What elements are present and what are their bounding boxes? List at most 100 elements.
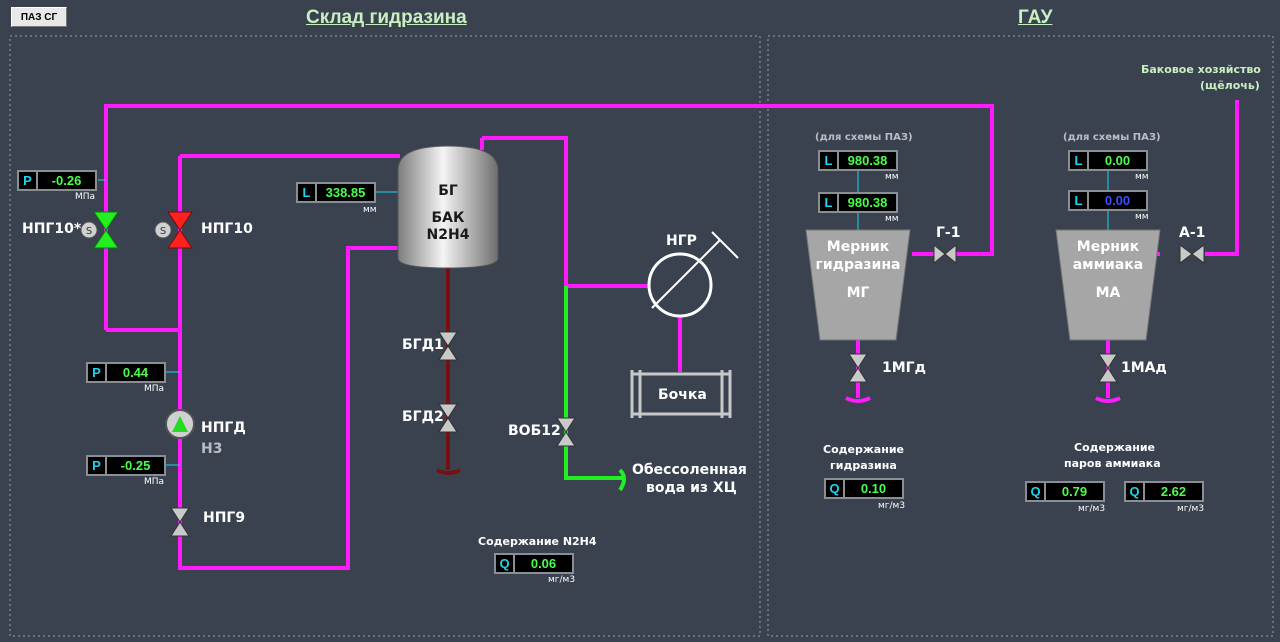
indicator-value: 0.79 (1061, 484, 1088, 499)
valve-bgd2[interactable] (438, 403, 458, 433)
tank-label-bak: БАК (431, 210, 465, 226)
mg-drain-end (845, 396, 871, 403)
label-tank-farm-2: (щёлочь) (1200, 79, 1260, 92)
measurer-ma-line3: МА (1095, 285, 1121, 301)
label-ammonia-content-2: паров аммиака (1064, 457, 1161, 470)
measurer-ma-line2: аммиака (1072, 257, 1144, 273)
indicator-value: -0.26 (51, 173, 82, 188)
valve-npg10-star[interactable]: S (80, 211, 119, 249)
measurer-ma-line1: Мерник (1076, 239, 1140, 255)
label-1mgd: 1МГд (882, 360, 926, 376)
barrel (630, 370, 732, 418)
label-barrel: Бочка (658, 387, 707, 403)
indicator-tag: L (1070, 152, 1089, 169)
quality-indicator-hydrazine: Q 0.10 (824, 478, 904, 499)
indicator-value: 0.10 (860, 481, 887, 496)
storage-title: Склад гидразина (306, 7, 467, 28)
measurer-mg-line2: гидразина (815, 257, 901, 273)
indicator-tag: L (820, 152, 839, 169)
valve-vob12[interactable] (556, 417, 576, 447)
gau-title: ГАУ (1018, 7, 1053, 28)
indicator-value: 338.85 (325, 185, 366, 200)
indicator-tag: Q (1027, 483, 1046, 500)
instrument-leaders (98, 170, 1109, 466)
level-indicator-mg-paz: L 980.38 (818, 150, 898, 171)
indicator-unit: мм (885, 214, 899, 224)
label-npgd: НПГД (201, 420, 246, 436)
indicator-value: -0.25 (120, 458, 151, 473)
label-water-1: Обессоленная (632, 462, 747, 478)
indicator-tag: L (820, 194, 839, 211)
indicator-value: 0.06 (530, 556, 557, 571)
green-pipe-end (618, 468, 626, 492)
label-1mad: 1МАд (1121, 360, 1167, 376)
indicator-tag: Q (496, 555, 515, 572)
indicator-tag: Q (1126, 483, 1145, 500)
level-indicator-mg: L 980.38 (818, 192, 898, 213)
pressure-indicator-mid: P 0.44 (86, 362, 166, 383)
indicator-tag: L (298, 184, 317, 201)
tank-label-bg: БГ (438, 183, 458, 199)
paz-scheme-note-mg: (для схемы ПАЗ) (815, 132, 913, 143)
quality-indicator-ammonia-1: Q 0.79 (1025, 481, 1105, 502)
indicator-unit: мм (363, 205, 377, 215)
valve-bgd1[interactable] (438, 331, 458, 361)
indicator-unit: мм (885, 172, 899, 182)
label-bgd2: БГД2 (402, 409, 444, 425)
ngr-arrow (651, 239, 721, 309)
label-npg10: НПГ10 (201, 221, 253, 237)
paz-scheme-note-ma: (для схемы ПАЗ) (1063, 132, 1161, 143)
label-npg9: НПГ9 (203, 510, 246, 526)
indicator-unit: мм (1135, 212, 1149, 222)
valve-g1[interactable] (933, 243, 957, 265)
indicator-value: 2.62 (1160, 484, 1187, 499)
indicator-unit: мг/м3 (1177, 504, 1205, 514)
valve-1mgd[interactable] (848, 353, 868, 383)
label-n2h4-content: Содержание N2H4 (478, 535, 597, 548)
ma-drain-end (1095, 396, 1121, 403)
label-hydrazine-content-1: Содержание (823, 443, 904, 456)
label-ngr: НГР (666, 233, 697, 249)
valve-a1[interactable] (1179, 244, 1205, 264)
indicator-value: 980.38 (847, 153, 888, 168)
indicator-value: 0.00 (1104, 153, 1131, 168)
label-hydrazine-content-2: гидразина (830, 459, 897, 472)
indicator-unit: МПа (144, 477, 165, 487)
label-vob12: ВОБ12 (508, 423, 561, 439)
paz-sg-button[interactable]: ПАЗ СГ (11, 7, 67, 27)
indicator-value: 980.38 (847, 195, 888, 210)
level-indicator-ma-paz: L 0.00 (1068, 150, 1148, 171)
measurer-ma (1055, 229, 1161, 341)
measurer-mg-line1: Мерник (826, 239, 890, 255)
label-n3: Н3 (201, 441, 223, 457)
tank-label-n2h4: N2H4 (426, 227, 470, 243)
pressure-indicator-npg10: P -0.26 (17, 170, 97, 191)
measurer-mg (805, 229, 911, 341)
measurer-mg-line3: МГ (846, 285, 870, 301)
indicator-tag: P (19, 172, 38, 189)
quality-indicator-n2h4: Q 0.06 (494, 553, 574, 574)
indicator-tag: L (1070, 192, 1089, 209)
svg-text:S: S (160, 226, 166, 237)
label-ammonia-content-1: Содержание (1074, 441, 1155, 454)
ngr-arrow-cap (711, 231, 739, 259)
valve-npg10[interactable]: S (154, 211, 193, 249)
demineralized-water-pipe (564, 286, 622, 480)
indicator-tag: P (88, 457, 107, 474)
label-a1: А-1 (1179, 225, 1206, 241)
indicator-value: 0.00 (1104, 193, 1131, 208)
drain-pipe-end (436, 468, 461, 475)
indicator-value: 0.44 (122, 365, 149, 380)
valve-1mad[interactable] (1098, 353, 1118, 383)
label-tank-farm-1: Баковое хозяйство (1141, 63, 1261, 76)
svg-text:S: S (86, 226, 92, 237)
valve-npg9[interactable] (170, 507, 190, 537)
indicator-unit: МПа (75, 192, 96, 202)
pump-npgd[interactable] (165, 409, 195, 439)
pressure-indicator-npgd: P -0.25 (86, 455, 166, 476)
indicator-unit: мг/м3 (878, 501, 906, 511)
indicator-unit: МПа (144, 384, 165, 394)
quality-indicator-ammonia-2: Q 2.62 (1124, 481, 1204, 502)
level-indicator-ma: L 0.00 (1068, 190, 1148, 211)
